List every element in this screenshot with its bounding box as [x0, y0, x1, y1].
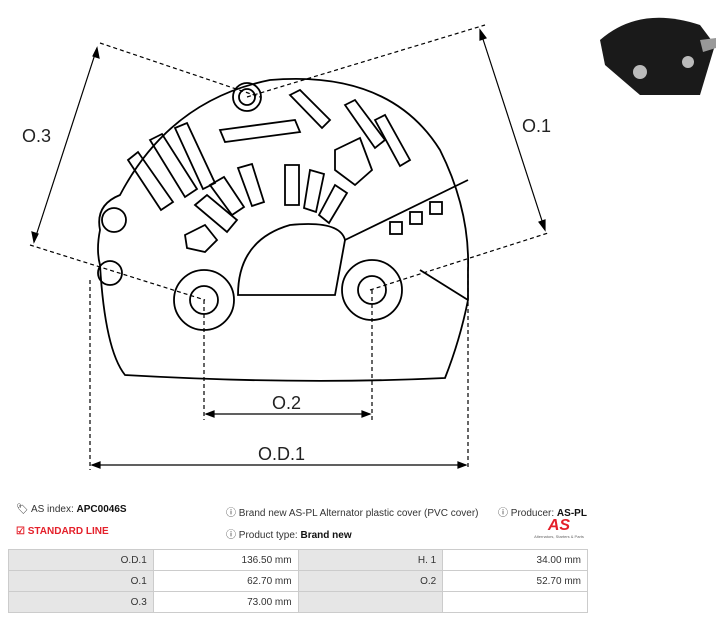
label-o3: O.3 — [22, 126, 51, 146]
info-icon: ⓘ — [226, 530, 236, 541]
label-o2: O.2 — [272, 393, 301, 413]
label-od1: O.D.1 — [258, 444, 305, 464]
label-o1: O.1 — [522, 116, 551, 136]
as-pl-logo: AS Alternators, Starters & Parts — [534, 517, 584, 540]
checkbox-icon: ☑ — [16, 526, 25, 537]
producer: ⓘ Producer: AS-PL — [498, 508, 587, 519]
standard-line: ☑ STANDARD LINE — [16, 526, 109, 537]
tag-icon: 🏷 — [16, 504, 29, 515]
product-type: ⓘ Product type: Brand new — [226, 530, 352, 541]
product-photo — [600, 17, 716, 96]
as-index: 🏷 AS index: APC0046S — [16, 504, 127, 515]
technical-drawing: O.3 O.1 O.2 O.D.1 — [22, 17, 716, 470]
cover-outline — [97, 78, 470, 382]
description: ⓘ Brand new AS-PL Alternator plastic cov… — [226, 508, 479, 519]
info-icon: ⓘ — [226, 508, 236, 519]
info-icon: ⓘ — [498, 508, 508, 519]
